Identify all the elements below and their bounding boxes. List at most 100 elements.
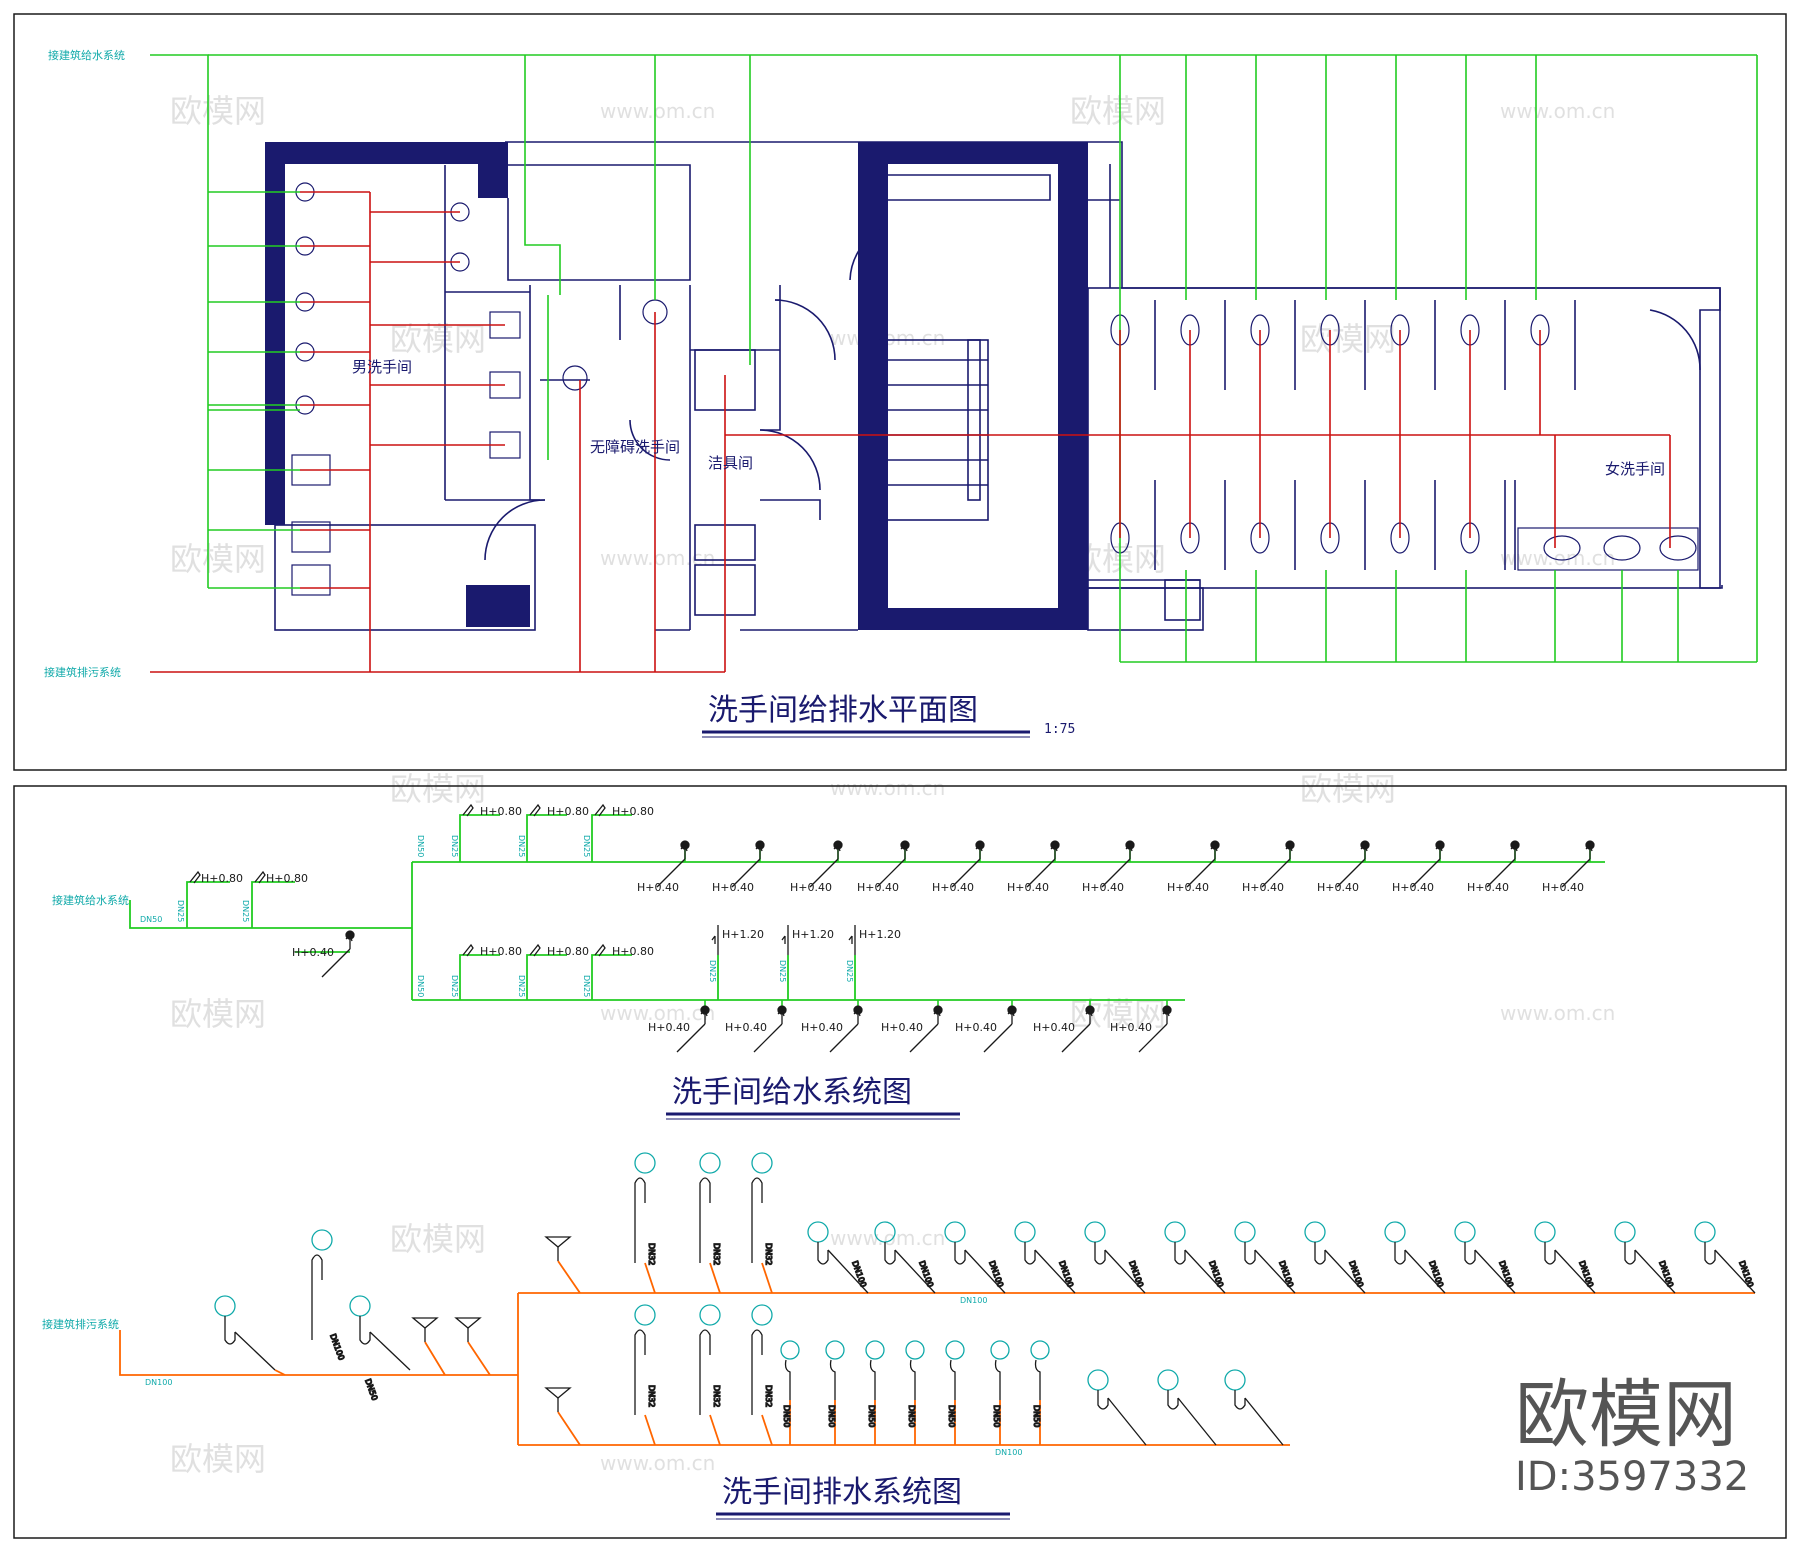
fixture-marker-icon	[1454, 1221, 1476, 1243]
watermark-logo: 欧模网	[170, 92, 266, 130]
fixture-branch	[1411, 858, 1441, 888]
valve-icon	[594, 943, 606, 957]
valve-icon	[711, 935, 716, 944]
fixture-marker-icon	[780, 1340, 800, 1360]
elevation-label: H+1.20	[859, 928, 901, 941]
drain-mains	[119, 1292, 1755, 1446]
trap-icon	[1544, 1242, 1556, 1265]
flush-icon	[1510, 843, 1518, 852]
basin-counter	[1517, 527, 1699, 571]
plan-title: 洗手间给排水平面图	[708, 693, 978, 728]
trap-icon	[1234, 1390, 1246, 1410]
watermark-big-logo: 欧模网	[1515, 1372, 1737, 1458]
drain-branch	[1034, 1249, 1076, 1294]
elevation-label: H+0.80	[480, 945, 522, 958]
elevation-label: H+0.40	[790, 881, 832, 894]
plan-connect-supply: 接建筑给水系统	[48, 48, 125, 62]
fixture-branch	[951, 858, 981, 888]
trap-icon	[1097, 1390, 1109, 1410]
drain-branch	[1104, 1249, 1146, 1294]
floor-plan: 男洗手间 无障碍洗手间 洁具间 女洗手间 接建筑给水系统 接建筑排污系统 洗手间…	[44, 48, 1758, 738]
pipe-size-label: DN100	[1737, 1260, 1755, 1289]
elevation-label: H+1.20	[722, 928, 764, 941]
watermark-site: www.om.cn	[830, 776, 945, 800]
fixture-branch	[1101, 858, 1131, 888]
elevation-label: H+0.80	[547, 805, 589, 818]
fixture-marker-icon	[634, 1304, 656, 1326]
basin-icon	[291, 521, 331, 553]
flush-icon	[1162, 1008, 1170, 1017]
trap-icon	[751, 1329, 763, 1415]
flush-icon	[900, 843, 908, 852]
pipe-size-label: DN25	[450, 975, 459, 997]
pipe-size-label: DN100	[987, 1260, 1005, 1289]
supply-title: 洗手间给水系统图	[672, 1075, 912, 1110]
trap-icon	[751, 1177, 763, 1263]
flush-icon	[853, 1008, 861, 1017]
pipe-size-label: DN25	[517, 975, 526, 997]
pipe-size-label: DN25	[708, 960, 717, 982]
trap-icon	[1167, 1390, 1179, 1410]
elevation-label: H+0.40	[1167, 881, 1209, 894]
fixture-marker-icon	[214, 1295, 236, 1317]
fixture-branch	[676, 1023, 706, 1053]
trap-icon	[954, 1242, 966, 1265]
watermark-layer: 欧模网 欧模网 欧模网 欧模网 欧模网 欧模网 欧模网 欧模网 欧模网 欧模网 …	[170, 92, 1615, 1478]
trap-icon	[359, 1316, 371, 1345]
fixture-marker-icon	[1694, 1221, 1716, 1243]
trap-icon	[1464, 1242, 1476, 1265]
watermark-logo: 欧模网	[390, 1220, 486, 1258]
floor-drain-icon	[544, 1236, 572, 1248]
elevation-label: H+0.40	[801, 1021, 843, 1034]
pipe-size-label: DN100	[1427, 1260, 1445, 1289]
womens-fixtures	[1110, 314, 1699, 571]
drain-branch	[234, 1331, 276, 1371]
drain-dn100-label: DN100	[995, 1448, 1022, 1457]
trap-icon	[909, 1359, 916, 1400]
trap-icon	[949, 1359, 956, 1400]
drain-branch	[1184, 1249, 1226, 1294]
watermark-logo: 欧模网	[1300, 320, 1396, 358]
fixture-marker-icon	[751, 1152, 773, 1174]
drain-branch	[827, 1249, 869, 1294]
basin-icon	[1659, 535, 1697, 561]
watermark-site: www.om.cn	[600, 546, 715, 570]
pipe-size-label: DN32	[764, 1385, 773, 1407]
drain-branch	[1244, 1397, 1284, 1446]
pipe-size-label: DN32	[764, 1243, 773, 1265]
trap-icon	[1034, 1359, 1041, 1400]
trap-icon	[1174, 1242, 1186, 1265]
fixture-marker-icon	[1614, 1221, 1636, 1243]
fixture-branch	[1261, 858, 1291, 888]
trap-icon	[1704, 1242, 1716, 1265]
drain-connect: 接建筑排污系统	[42, 1317, 119, 1331]
elevation-label: H+0.40	[881, 1021, 923, 1034]
drain-branch	[369, 1331, 411, 1371]
drain-branch	[1404, 1249, 1446, 1294]
fixture-marker-icon	[1014, 1221, 1036, 1243]
pipe-size-label: DN25	[241, 900, 250, 922]
fixture-marker-icon	[944, 1221, 966, 1243]
plan-scale: 1:75	[1044, 722, 1075, 737]
flush-icon	[1125, 843, 1133, 852]
plan-frame	[13, 13, 1787, 771]
elevation-label: H+0.40	[1242, 881, 1284, 894]
basin-icon	[1603, 535, 1641, 561]
flush-icon	[833, 843, 841, 852]
fixture-branch	[829, 1023, 859, 1053]
watermark-site: www.om.cn	[600, 1451, 715, 1475]
flush-icon	[1285, 843, 1293, 852]
watermark-logo: 欧模网	[390, 770, 486, 808]
fixture-branch	[809, 858, 839, 888]
pipe-size-label: DN25	[517, 835, 526, 857]
room-labels: 男洗手间 无障碍洗手间 洁具间 女洗手间	[352, 358, 1665, 478]
elevation-label: H+0.80	[612, 945, 654, 958]
fixture-marker-icon	[945, 1340, 965, 1360]
pipe-size-label: DN100	[850, 1260, 868, 1289]
trap-icon	[994, 1359, 1001, 1400]
trap-icon	[1094, 1242, 1106, 1265]
mens-fixtures	[291, 182, 668, 596]
pipe-size-label: DN32	[712, 1385, 721, 1407]
pipe-size-label: DN50	[416, 975, 425, 997]
